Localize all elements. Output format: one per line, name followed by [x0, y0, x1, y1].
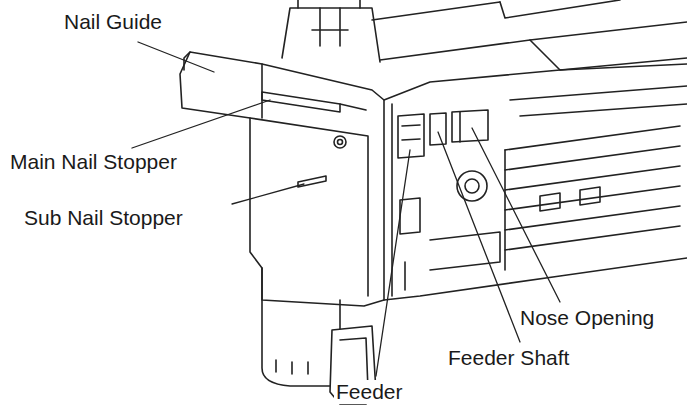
- part-label: Feeder: [334, 380, 405, 404]
- part-label: Nose Opening: [518, 306, 656, 330]
- part-label: Main Nail Stopper: [8, 150, 179, 174]
- part-label: Sub Nail Stopper: [22, 206, 185, 230]
- part-label: Feeder Shaft: [446, 346, 571, 370]
- part-label: Nail Guide: [62, 10, 164, 34]
